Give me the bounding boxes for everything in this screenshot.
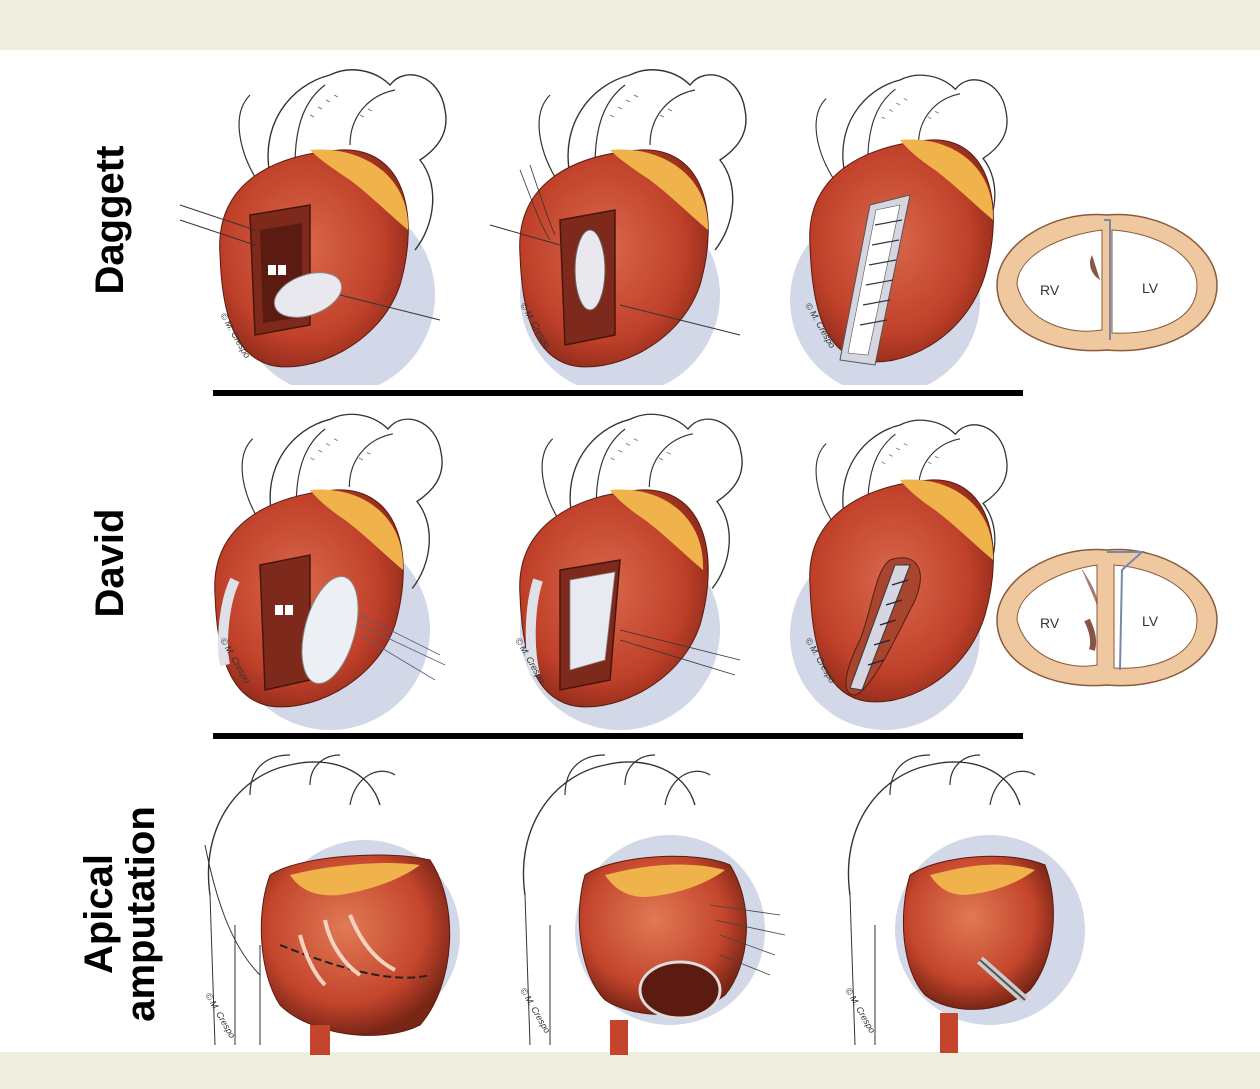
label-rv: RV — [1040, 615, 1060, 631]
credit-text: © M. Crespo — [203, 991, 237, 1040]
david-cross-section: RV LV — [992, 540, 1222, 700]
label-lv: LV — [1142, 613, 1159, 629]
apical-step-2: © M. Crespo — [505, 745, 805, 1055]
row-label-line-2: amputation — [119, 806, 163, 1022]
david-step-3: © M. Crespo — [780, 400, 1030, 730]
daggett-step-2-drawing: © M. Crespo — [489, 69, 747, 385]
david-cross-section-drawing: RV LV — [996, 548, 1218, 687]
david-step-3-drawing: © M. Crespo — [790, 419, 1008, 730]
row-label-david: David — [88, 508, 132, 618]
row-label-apical-amputation: Apical amputation — [77, 754, 163, 1074]
divider-1 — [213, 390, 1023, 396]
daggett-step-3-drawing: © M. Crespo — [790, 74, 1008, 385]
david-step-2-drawing: © M. Crespo — [513, 413, 743, 730]
david-step-2: © M. Crespo — [470, 400, 790, 730]
credit-text: © M. Crespo — [518, 986, 552, 1035]
daggett-cross-section: RV LV — [992, 205, 1222, 365]
row-label-daggett: Daggett — [88, 145, 132, 295]
credit-text: © M. Crespo — [843, 986, 877, 1035]
apical-step-2-drawing: © M. Crespo — [518, 754, 786, 1055]
daggett-step-1-drawing: © M. Crespo — [179, 69, 447, 385]
apical-step-1: © M. Crespo — [190, 745, 490, 1055]
daggett-cross-section-drawing: RV LV — [996, 213, 1218, 352]
apical-step-3-drawing: © M. Crespo — [843, 754, 1085, 1053]
top-band — [0, 0, 1260, 50]
david-step-1: © M. Crespo — [160, 400, 480, 730]
bottom-band — [0, 1052, 1260, 1089]
row-label-line-1: Apical — [77, 853, 121, 975]
david-step-1-drawing: © M. Crespo — [214, 413, 446, 730]
label-rv: RV — [1040, 282, 1060, 298]
daggett-step-1: © M. Crespo — [160, 55, 480, 385]
apical-step-1-drawing: © M. Crespo — [203, 754, 460, 1055]
label-lv: LV — [1142, 280, 1159, 296]
divider-2 — [213, 733, 1023, 739]
daggett-step-2: © M. Crespo — [470, 55, 790, 385]
daggett-step-3: © M. Crespo — [780, 55, 1030, 385]
apical-step-3: © M. Crespo — [830, 745, 1130, 1055]
